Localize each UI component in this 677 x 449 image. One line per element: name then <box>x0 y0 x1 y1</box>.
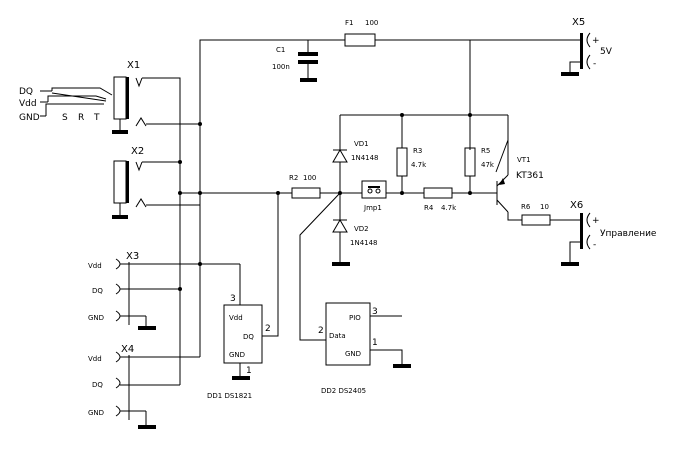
jumper-jmp1: Jmp1 <box>340 180 424 212</box>
mid-rail <box>340 113 509 173</box>
r3-label: R3 <box>413 147 422 155</box>
x2-label: X2 <box>131 146 144 157</box>
dd1-pin2: 2 <box>265 324 271 334</box>
r2-label: R2 <box>289 174 298 182</box>
resistor-r3: R3 4.7k <box>396 115 427 193</box>
bus-lines <box>178 122 280 385</box>
power-rail <box>199 39 582 205</box>
c1-value: 100n <box>272 63 290 71</box>
dd2-pin-data: Data <box>329 332 346 340</box>
jmp-label: Jmp1 <box>363 204 382 212</box>
connector-x5: X5 + - 5V <box>561 17 613 76</box>
dd2-pin3: 3 <box>372 307 378 317</box>
x6-plus: + <box>592 216 600 226</box>
resistor-r6: R6 10 <box>521 203 582 226</box>
dd1-pin-gnd: GND <box>229 351 245 359</box>
dd2-pin-pio: PIO <box>349 314 361 322</box>
r5-value: 47k <box>481 161 495 169</box>
r2-value: 100 <box>303 174 316 182</box>
x6-caption: Управление <box>600 229 657 239</box>
jack-dq-label: DQ <box>19 87 33 97</box>
x6-label: X6 <box>570 200 583 211</box>
x3-dq: DQ <box>92 287 103 295</box>
vd2-value: 1N4148 <box>350 239 378 247</box>
transistor-vt1: VT1 KT361 <box>490 140 544 221</box>
x5-voltage: 5V <box>600 47 613 57</box>
vt1-value: KT361 <box>516 171 544 181</box>
dd1-pin3: 3 <box>230 294 236 304</box>
x5-plus: + <box>592 36 600 46</box>
x4-dq: DQ <box>92 381 103 389</box>
resistor-r5: R5 47k <box>464 115 495 193</box>
vd1-value: 1N4148 <box>351 154 379 162</box>
dd2-pin2: 2 <box>318 326 324 336</box>
jack-vdd-label: Vdd <box>19 99 37 109</box>
jack-pin-s: S <box>62 113 68 123</box>
dd1-caption: DD1 DS1821 <box>207 392 252 400</box>
x5-minus: - <box>593 59 596 69</box>
r6-value: 10 <box>540 203 549 211</box>
dd1-pin-dq: DQ <box>243 333 254 341</box>
diode-vd2: VD2 1N4148 <box>332 193 378 266</box>
jack-pin-t: T <box>93 113 100 123</box>
dd2-pin-gnd: GND <box>345 350 361 358</box>
r3-value: 4.7k <box>411 161 427 169</box>
dd2-caption: DD2 DS2405 <box>321 387 366 395</box>
chip-dd1: Vdd DQ GND 3 2 1 DD1 DS1821 <box>207 193 279 400</box>
c1-label: C1 <box>276 46 285 54</box>
connector-x2: X2 <box>112 146 280 219</box>
dd2-pin1: 1 <box>372 338 378 348</box>
f1-label: F1 <box>345 19 353 27</box>
jack-plug: DQ Vdd GND S R T <box>19 87 113 123</box>
diode-vd1: VD1 1N4148 <box>332 115 379 195</box>
chip-dd2: PIO Data GND 3 2 1 DD2 DS2405 <box>299 192 411 395</box>
r4-value: 4.7k <box>441 204 457 212</box>
x4-label: X4 <box>121 344 134 355</box>
r5-label: R5 <box>481 147 490 155</box>
f1-value: 100 <box>365 19 378 27</box>
resistor-r2: R2 100 <box>278 174 360 199</box>
resistor-r4: R4 4.7k <box>423 187 490 212</box>
fuse-f1: F1 100 <box>344 19 378 47</box>
dd1-pin-vdd: Vdd <box>229 314 243 322</box>
x6-minus: - <box>593 240 596 250</box>
vd2-label: VD2 <box>354 225 369 233</box>
x3-vdd: Vdd <box>88 262 102 270</box>
x3-label: X3 <box>126 251 139 262</box>
x1-label: X1 <box>127 60 140 71</box>
x5-label: X5 <box>572 17 585 28</box>
connector-x1: X1 <box>112 60 200 162</box>
dd1-pin1: 1 <box>246 366 252 376</box>
connector-x3: X3 Vdd DQ GND <box>88 251 240 330</box>
vt1-label: VT1 <box>517 156 531 164</box>
connector-x4: X4 Vdd DQ GND <box>88 344 200 429</box>
jack-pin-r: R <box>78 113 84 123</box>
x3-gnd: GND <box>88 314 104 322</box>
vd1-label: VD1 <box>354 140 369 148</box>
x4-vdd: Vdd <box>88 355 102 363</box>
r6-label: R6 <box>521 203 531 211</box>
r4-label: R4 <box>424 204 434 212</box>
jack-gnd-label: GND <box>19 113 40 123</box>
capacitor-c1: C1 100n <box>272 46 318 82</box>
connector-x6: X6 + - Управление <box>561 200 657 266</box>
x4-gnd: GND <box>88 409 104 417</box>
